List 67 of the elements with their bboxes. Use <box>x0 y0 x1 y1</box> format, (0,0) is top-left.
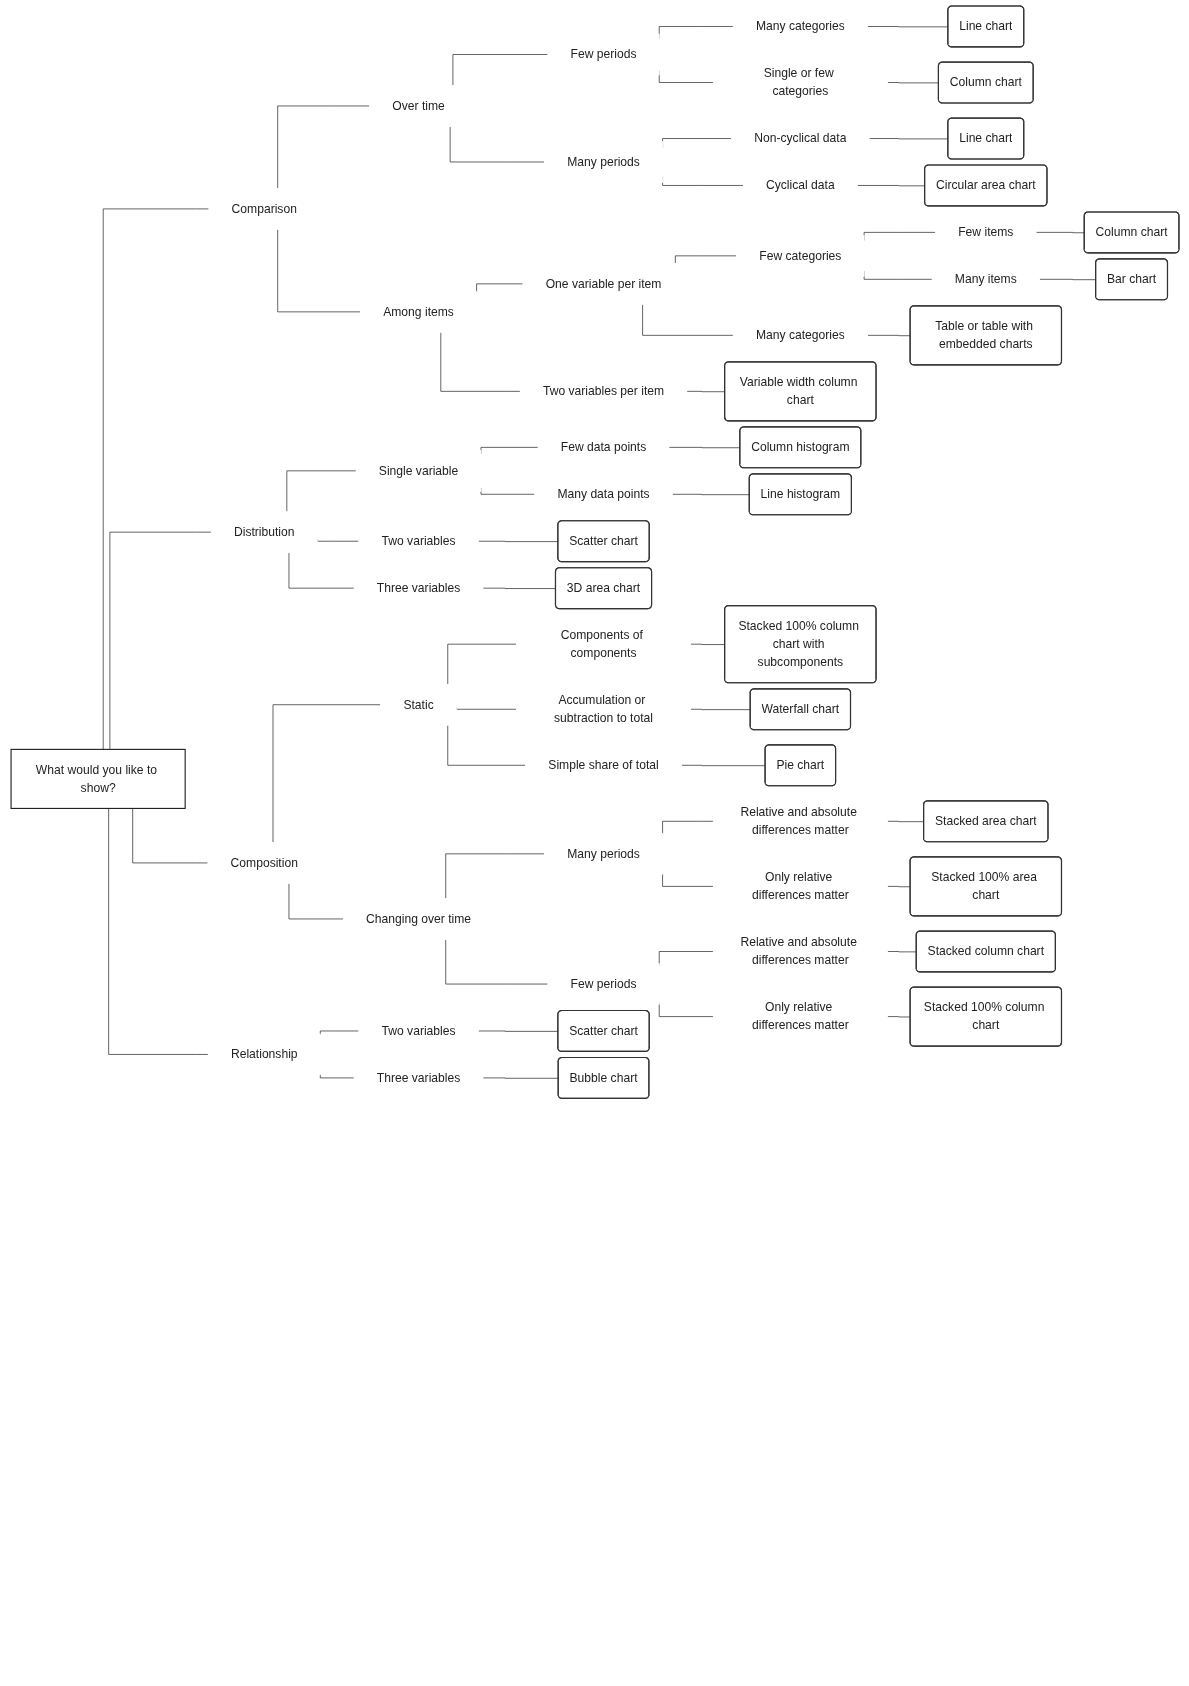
connector <box>276 105 370 189</box>
connector <box>446 724 526 766</box>
node-text: Only relative differences matter <box>751 1000 849 1032</box>
connector <box>658 951 714 966</box>
connector <box>1038 278 1096 281</box>
node-text: Many categories <box>755 19 845 33</box>
connector <box>319 1073 354 1079</box>
node-text: One variable per item <box>545 277 661 290</box>
node-text: Few categories <box>758 249 841 262</box>
node-text: Non-cyclical data <box>753 131 846 145</box>
node-text: Few items <box>957 225 1013 239</box>
node-text: Two variables per item <box>542 384 664 398</box>
connector <box>452 54 548 86</box>
node-text: Static <box>402 697 434 711</box>
node-text: Relationship <box>230 1047 298 1061</box>
connector <box>658 1002 714 1017</box>
connector <box>444 939 548 985</box>
node-text: Relative and absolute differences matter <box>739 805 857 837</box>
connector <box>689 643 725 645</box>
connector <box>641 303 734 336</box>
node-text: Few periods <box>570 47 637 61</box>
connector <box>288 883 344 920</box>
node-text: Few data points <box>560 440 646 454</box>
connector <box>856 185 925 187</box>
node-text: Accumulation or subtraction to total <box>553 693 653 725</box>
node-text: Many data points <box>556 487 650 501</box>
node-text: Many periods <box>566 847 640 860</box>
connector <box>674 255 737 264</box>
node-text: Three variables <box>376 1071 460 1084</box>
node-box: What would you like to show? <box>10 748 186 809</box>
connector <box>131 808 208 864</box>
node-text: Comparison <box>231 202 297 215</box>
node-text: Simple share of total <box>547 758 659 772</box>
node-text: Only relative differences matter <box>751 870 849 902</box>
node-text: Distribution <box>233 525 295 539</box>
connector <box>449 126 545 163</box>
connector <box>455 706 517 710</box>
node-text: Relative and absolute differences matter <box>739 935 857 967</box>
connector <box>319 1030 359 1036</box>
node-text: Many categories <box>755 328 845 342</box>
connector <box>661 820 714 835</box>
connector <box>272 704 381 843</box>
node-text: Changing over time <box>365 912 471 926</box>
connector <box>439 331 521 392</box>
node-text: Among items <box>382 305 454 318</box>
connector <box>475 283 523 294</box>
connector <box>102 208 209 750</box>
node-text: Few periods <box>570 977 637 991</box>
node-text: Single variable <box>378 464 458 477</box>
connector <box>109 531 212 750</box>
node-text: Over time <box>391 99 445 113</box>
connector <box>446 643 517 685</box>
connector <box>685 390 725 393</box>
node-text: Two variables <box>381 1024 456 1038</box>
node-text: Components of components <box>560 628 643 660</box>
connector <box>107 808 209 1055</box>
connector <box>661 873 714 887</box>
node-text: Single or few categories <box>763 66 834 98</box>
connector <box>886 820 924 823</box>
node-text: Many periods <box>566 155 640 169</box>
node-text: Composition <box>230 856 298 869</box>
node-text: Two variables <box>381 534 456 548</box>
node-text: Cyclical data <box>765 178 835 192</box>
connector <box>276 229 361 313</box>
node-text: Many items <box>954 272 1017 286</box>
node-text: Three variables <box>376 581 460 595</box>
connector <box>444 853 545 899</box>
